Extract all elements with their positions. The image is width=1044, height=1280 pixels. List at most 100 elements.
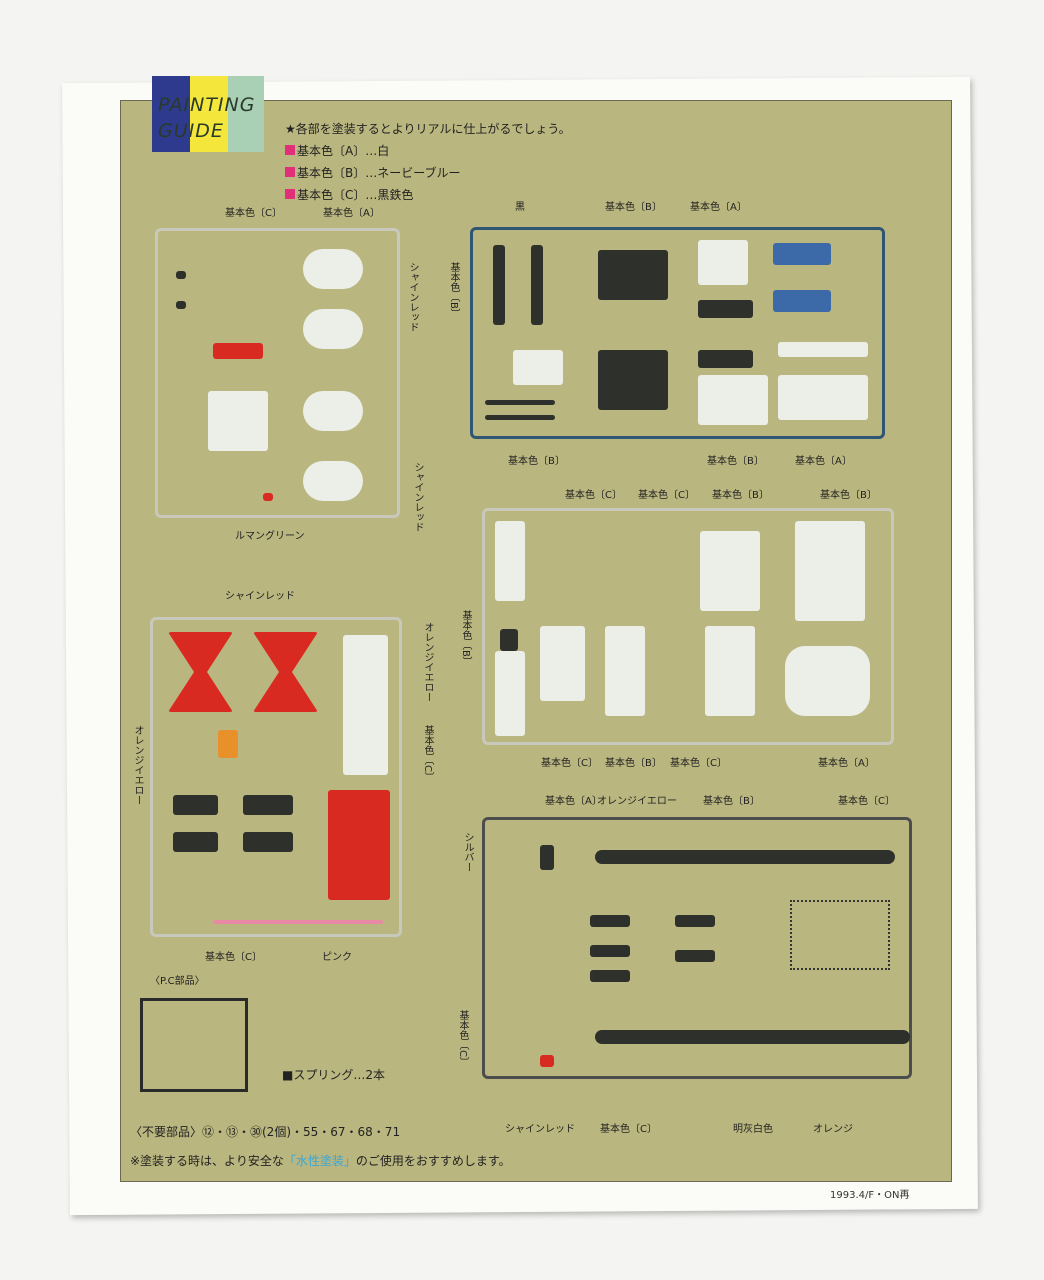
part xyxy=(253,632,318,712)
part xyxy=(218,730,238,758)
label: 基本色〔B〕 xyxy=(508,456,565,467)
part xyxy=(168,632,233,712)
part xyxy=(540,845,554,870)
part xyxy=(208,391,268,451)
part xyxy=(328,790,390,900)
label: オレンジ xyxy=(813,1124,853,1135)
label: 基本色〔A〕 xyxy=(818,758,875,769)
part xyxy=(700,531,760,611)
part xyxy=(243,795,293,815)
label: 基本色〔A〕 xyxy=(690,202,747,213)
part xyxy=(590,915,630,927)
label: 基本色〔B〕 xyxy=(605,758,662,769)
label: 黒 xyxy=(515,202,525,213)
runner-middle-left xyxy=(150,617,402,937)
part xyxy=(590,970,630,982)
warning-text-end: のご使用をおすすめします。 xyxy=(355,1154,511,1168)
part xyxy=(698,375,768,425)
intro-line: ★各部を塗装するとよりリアルに仕上がるでしょう。 xyxy=(285,122,571,136)
tab-blue xyxy=(152,76,190,152)
pc-parts-label: 〈P.C部品〉 xyxy=(150,976,205,987)
label: 基本色〔C〕 xyxy=(638,490,695,501)
label: 基本色〔C〕 xyxy=(838,796,895,807)
label: 明灰白色 xyxy=(733,1124,773,1135)
label: 基本色〔A〕 xyxy=(795,456,852,467)
label: 基本色〔C〕 xyxy=(670,758,727,769)
label: 基本色〔C〕 xyxy=(457,1010,468,1067)
part xyxy=(176,301,186,309)
warning-highlight: 「水性塗装」 xyxy=(283,1154,356,1168)
small-parts-grid xyxy=(790,900,890,970)
part xyxy=(773,290,831,312)
print-code: 1993.4/F・ON再 xyxy=(830,1190,910,1201)
label: 基本色〔C〕 xyxy=(600,1124,657,1135)
label: オレンジイエロー xyxy=(422,622,433,702)
part xyxy=(675,950,715,962)
part xyxy=(598,250,668,300)
part xyxy=(303,249,363,289)
label: 基本色〔B〕 xyxy=(448,262,459,319)
pink-square-icon xyxy=(285,189,295,199)
part xyxy=(785,646,870,716)
label: 基本色〔C〕 xyxy=(565,490,622,501)
runner-top-right xyxy=(470,227,885,439)
part xyxy=(590,945,630,957)
part xyxy=(303,309,363,349)
part xyxy=(500,629,518,651)
part xyxy=(485,400,555,405)
pink-square-icon xyxy=(285,145,295,155)
label: シルバー xyxy=(462,832,473,872)
unused-parts: 〈不要部品〉⑫・⑬・㉚(2個)・55・67・68・71 xyxy=(130,1125,401,1139)
part xyxy=(303,391,363,431)
tab-green xyxy=(228,76,264,152)
part xyxy=(698,240,748,285)
part xyxy=(213,343,263,359)
part xyxy=(173,832,218,852)
runner-bottom-right xyxy=(482,817,912,1079)
label: 基本色〔B〕 xyxy=(712,490,769,501)
part xyxy=(243,832,293,852)
label: 基本色〔A〕 xyxy=(545,796,602,807)
label: 基本色〔C〕 xyxy=(541,758,598,769)
part xyxy=(778,375,868,420)
label: 基本色〔B〕 xyxy=(707,456,764,467)
paint-warning: ※塗装する時は、より安全な「水性塗装」のご使用をおすすめします。 xyxy=(130,1152,511,1169)
part xyxy=(176,271,186,279)
part xyxy=(540,1055,554,1067)
label: シャインレッド xyxy=(412,462,423,532)
label: シャインレッド xyxy=(505,1124,575,1135)
color-b-text: 基本色〔B〕…ネービーブルー xyxy=(297,166,461,180)
part xyxy=(495,521,525,601)
part xyxy=(705,626,755,716)
label: 基本色〔A〕 xyxy=(323,208,380,219)
label: 基本色〔C〕 xyxy=(422,725,433,782)
color-c: 基本色〔C〕…黒鉄色 xyxy=(285,184,571,206)
label: ルマングリーン xyxy=(235,531,305,542)
part xyxy=(540,626,585,701)
part xyxy=(675,915,715,927)
part xyxy=(605,626,645,716)
label: 基本色〔C〕 xyxy=(225,208,282,219)
label: シャインレッド xyxy=(407,262,418,332)
label: オレンジイエロー xyxy=(597,796,677,807)
part xyxy=(698,300,753,318)
label: 基本色〔B〕 xyxy=(820,490,877,501)
painting-guide-logo: PAINTING GUIDE xyxy=(158,94,256,142)
part xyxy=(778,342,868,357)
label: オレンジイエロー xyxy=(132,725,143,805)
part xyxy=(531,245,543,325)
part xyxy=(598,350,668,410)
color-legend: ★各部を塗装するとよりリアルに仕上がるでしょう。 基本色〔A〕…白 基本色〔B〕… xyxy=(285,118,571,206)
part xyxy=(595,1030,910,1044)
label: 基本色〔B〕 xyxy=(605,202,662,213)
part xyxy=(213,920,383,924)
part xyxy=(595,850,895,864)
color-b: 基本色〔B〕…ネービーブルー xyxy=(285,162,571,184)
runner-top-left xyxy=(155,228,400,518)
part xyxy=(263,493,273,501)
part xyxy=(513,350,563,385)
color-a-text: 基本色〔A〕…白 xyxy=(297,144,390,158)
part xyxy=(795,521,865,621)
part xyxy=(173,795,218,815)
spring-label: ■スプリング…2本 xyxy=(282,1068,385,1082)
